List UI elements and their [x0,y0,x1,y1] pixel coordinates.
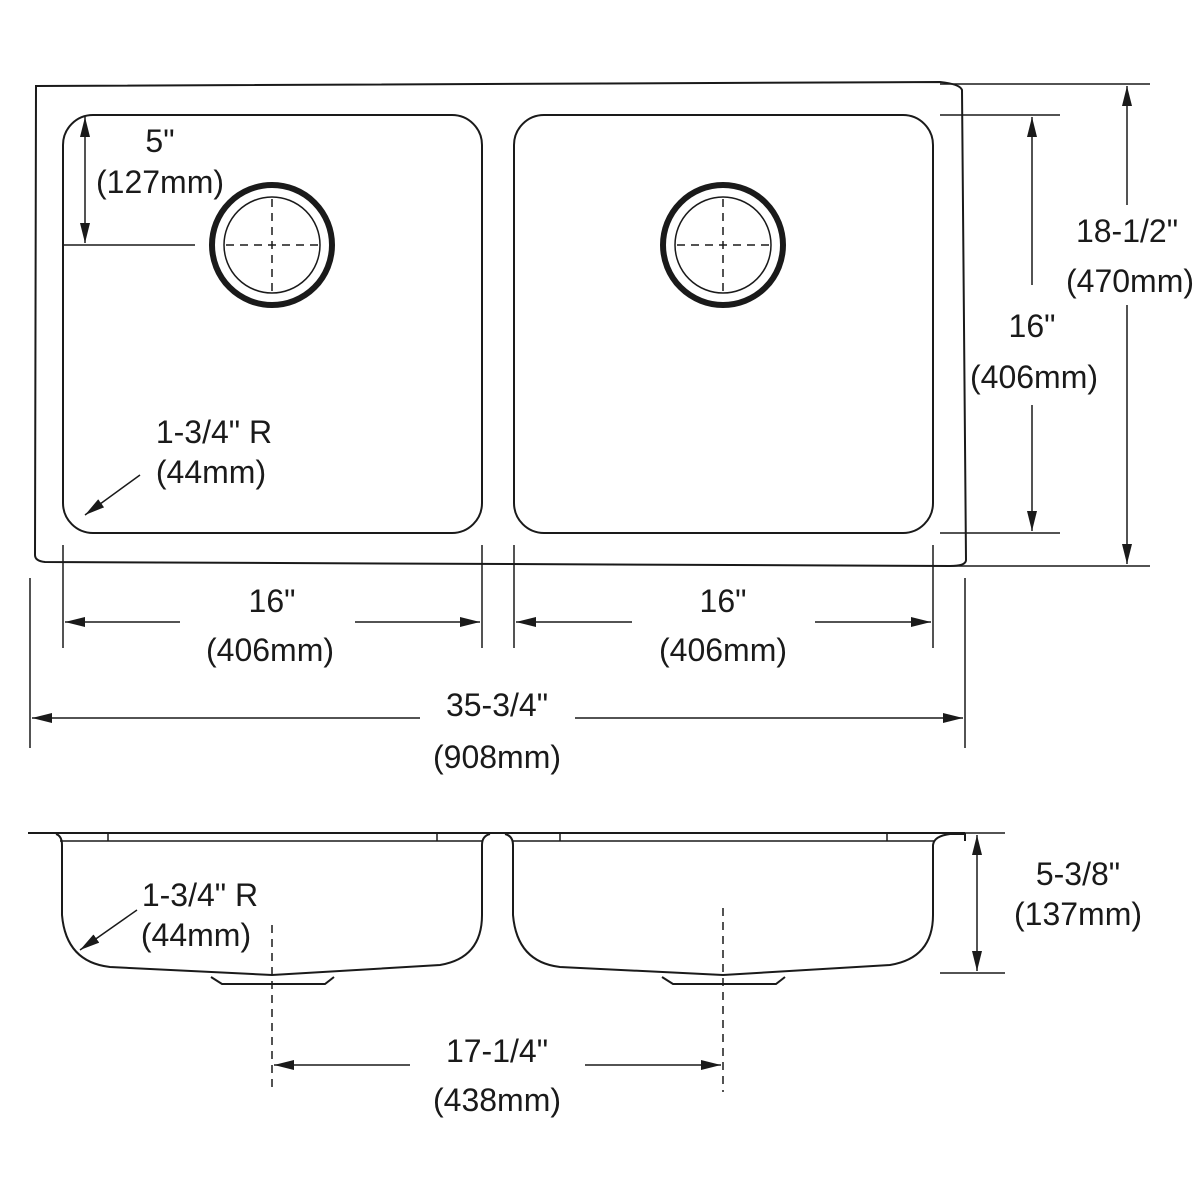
corner-radius-imperial: 1-3/4" R [156,414,272,450]
drain-spacing-metric: (438mm) [433,1082,561,1118]
right-bowl [513,114,934,534]
right-drain-flange [661,976,786,985]
bowl-front-back-metric: (406mm) [970,359,1098,395]
right-bowl-profile [504,833,966,977]
side-view: 1-3/4" R (44mm) 5-3/8" (137mm) 17-1/4" (… [28,832,1142,1118]
left-bowl-width-dimension: 16" (406mm) [62,545,483,668]
overall-width-metric: (908mm) [433,739,561,775]
right-bowl-width-imperial: 16" [700,583,747,619]
side-corner-radius-metric: (44mm) [141,917,251,953]
corner-radius-metric: (44mm) [156,454,266,490]
drain-spacing-dimension: 17-1/4" (438mm) [274,1033,721,1118]
right-drain [660,182,786,308]
depth-metric: (137mm) [1014,896,1142,932]
corner-radius-callout: 1-3/4" R (44mm) [84,414,272,516]
drain-offset-metric: (127mm) [96,164,224,200]
bowl-front-back-imperial: 16" [1009,308,1056,344]
left-drain-flange [210,976,335,985]
left-bowl-profile [55,833,491,977]
left-bowl-width-imperial: 16" [249,583,296,619]
right-bowl-width-metric: (406mm) [659,632,787,668]
sink-rim-outline [33,80,968,568]
top-view: 5" (127mm) 1-3/4" R (44mm) 16" (406mm) 1… [29,80,1194,775]
overall-front-back-metric: (470mm) [1066,263,1194,299]
depth-dimension: 5-3/8" (137mm) [940,832,1142,974]
side-corner-radius-callout: 1-3/4" R (44mm) [79,877,258,953]
drain-spacing-imperial: 17-1/4" [446,1033,548,1069]
left-drain [209,182,335,308]
side-corner-radius-imperial: 1-3/4" R [142,877,258,913]
bowl-front-back-dimension: 16" (406mm) [940,114,1098,534]
overall-front-back-imperial: 18-1/2" [1076,213,1178,249]
overall-front-back-dimension: 18-1/2" (470mm) [940,83,1194,567]
right-bowl-width-dimension: 16" (406mm) [513,545,934,668]
drain-offset-dimension: 5" (127mm) [63,117,224,246]
left-bowl [62,114,483,534]
depth-imperial: 5-3/8" [1036,856,1120,892]
overall-width-dimension: 35-3/4" (908mm) [29,578,966,775]
left-bowl-width-metric: (406mm) [206,632,334,668]
drain-offset-imperial: 5" [145,123,174,159]
overall-width-imperial: 35-3/4" [446,687,548,723]
